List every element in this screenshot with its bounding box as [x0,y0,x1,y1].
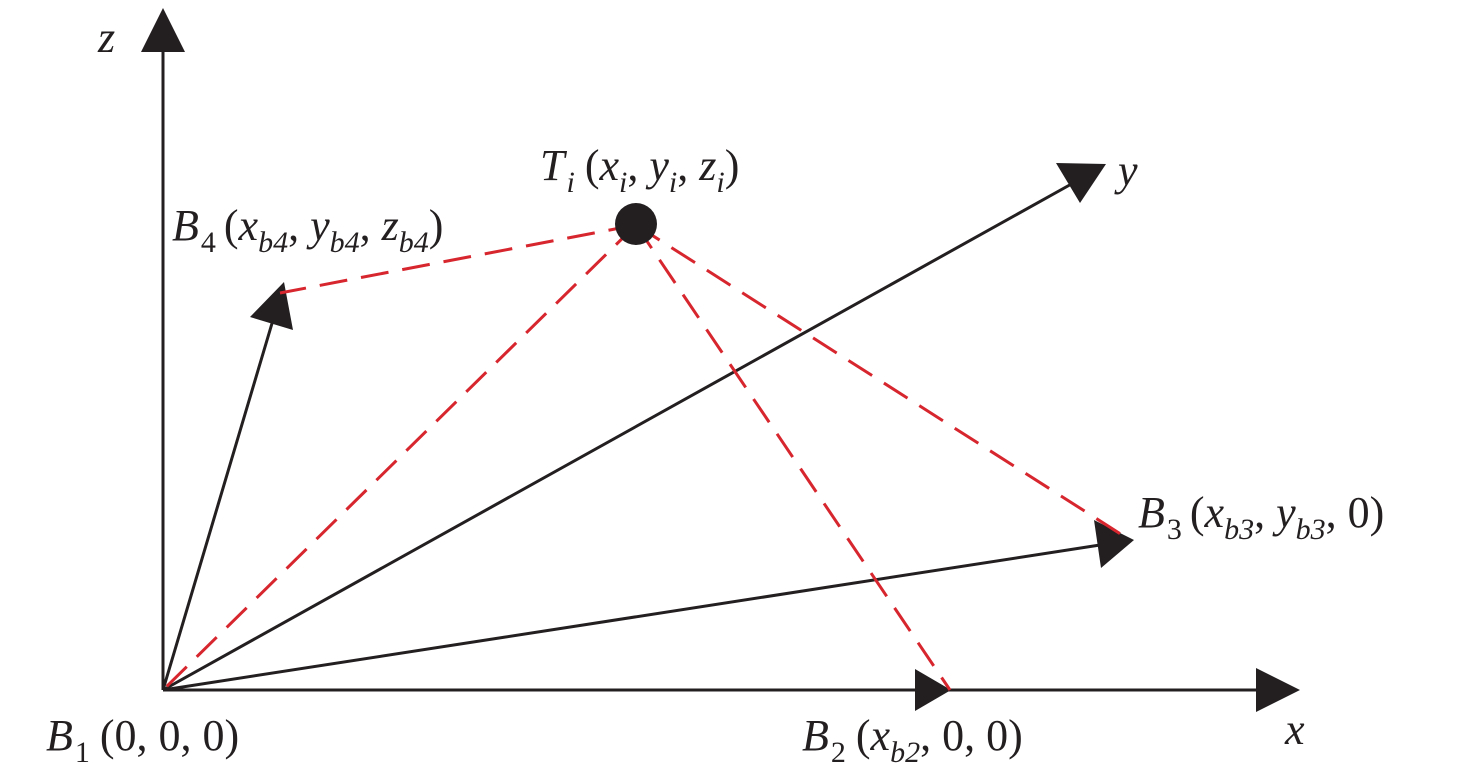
z-axis-arrowhead [141,8,185,52]
vector-b2-arrowhead [915,669,951,711]
dashed-ti-b2 [634,224,952,691]
b3-label: B3(xb3, yb3, 0) [1138,488,1384,546]
target-point [615,203,657,245]
vector-b3 [162,543,1101,692]
dashed-ti-b4 [279,223,637,295]
y-axis-line [162,180,1076,692]
y-axis-arrowhead [1056,163,1106,203]
vector-b4 [161,319,275,691]
b1-label: B1(0, 0, 0) [46,711,239,769]
base-station-vectors [161,282,1134,711]
target-label: Ti(xi, yi, zi) [540,141,739,199]
x-axis-arrowhead [1256,668,1300,712]
vector-b3-arrowhead [1094,520,1134,568]
b2-label: B2(xb2, 0, 0) [802,711,1023,769]
b4-label: B4(xb4, yb4, zb4) [172,201,443,259]
axes [141,8,1300,712]
z-axis-label: z [97,13,115,62]
y-axis-label: y [1114,146,1138,195]
dashed-ti-b3 [635,223,1131,542]
x-axis-label: x [1284,705,1305,754]
dashed-ti-b1 [161,223,638,692]
vector-b4-arrowhead [250,282,293,330]
distance-lines [161,223,1131,692]
